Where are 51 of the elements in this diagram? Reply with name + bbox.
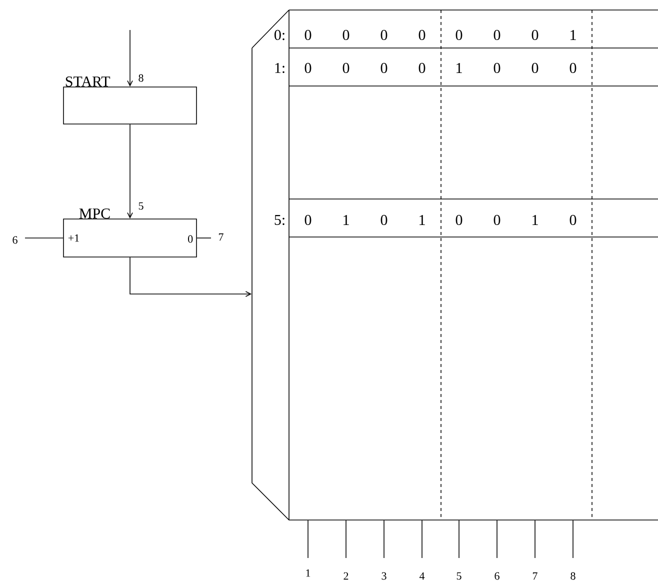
bit-value: 1 <box>532 215 538 225</box>
connector <box>458 520 460 558</box>
bit-value: 0 <box>456 214 462 226</box>
pin-number: 3 <box>382 572 386 580</box>
bit-value: 0 <box>532 30 538 40</box>
bit-value: 0 <box>418 30 426 40</box>
port-label: 0 <box>188 235 193 243</box>
bit-value: 0 <box>456 30 462 40</box>
bit-value: 0 <box>304 214 312 226</box>
row-address: 0: <box>274 30 284 40</box>
row-address: 1: <box>275 62 284 74</box>
bit-value: 0 <box>380 214 388 226</box>
row-address: 5: <box>274 214 284 226</box>
pin-number: 2 <box>344 572 348 580</box>
pin-number: 5 <box>138 202 144 210</box>
connector <box>130 257 252 297</box>
connector <box>496 520 498 558</box>
pin-number: 4 <box>419 572 425 580</box>
port-label: +1 <box>68 234 79 242</box>
connector <box>127 124 133 219</box>
bit-value: 1 <box>420 215 425 225</box>
connector <box>572 520 574 558</box>
bit-value: 0 <box>532 62 538 74</box>
bit-value: 0 <box>570 214 576 226</box>
bit-value: 0 <box>418 62 426 74</box>
pin-number: 5 <box>456 572 462 580</box>
pin-number: 7 <box>532 572 538 580</box>
connector <box>534 520 536 558</box>
bit-value: 0 <box>494 62 500 74</box>
pin-number: 8 <box>570 572 576 580</box>
pin-number: 6 <box>12 236 18 244</box>
pin-number: 6 <box>494 572 500 580</box>
bit-value: 0 <box>570 62 576 74</box>
bit-value: 0 <box>494 30 500 40</box>
bit-value: 0 <box>342 30 350 40</box>
bit-value: 0 <box>304 30 312 40</box>
pin-number: 7 <box>218 233 224 241</box>
pin-number: 1 <box>306 569 310 577</box>
bit-value: 0 <box>380 30 388 40</box>
memory-table <box>252 10 658 520</box>
register-label: START <box>66 76 110 87</box>
connector <box>127 30 133 87</box>
bit-value: 0 <box>342 62 350 74</box>
bit-value: 1 <box>570 30 576 40</box>
bit-value: 0 <box>304 62 312 74</box>
register-label: MPC <box>79 208 110 219</box>
bit-value: 1 <box>344 215 349 225</box>
bit-value: 0 <box>380 62 388 74</box>
pin-number: 8 <box>138 74 144 82</box>
bit-value: 1 <box>456 63 462 73</box>
bit-value: 0 <box>494 214 500 226</box>
